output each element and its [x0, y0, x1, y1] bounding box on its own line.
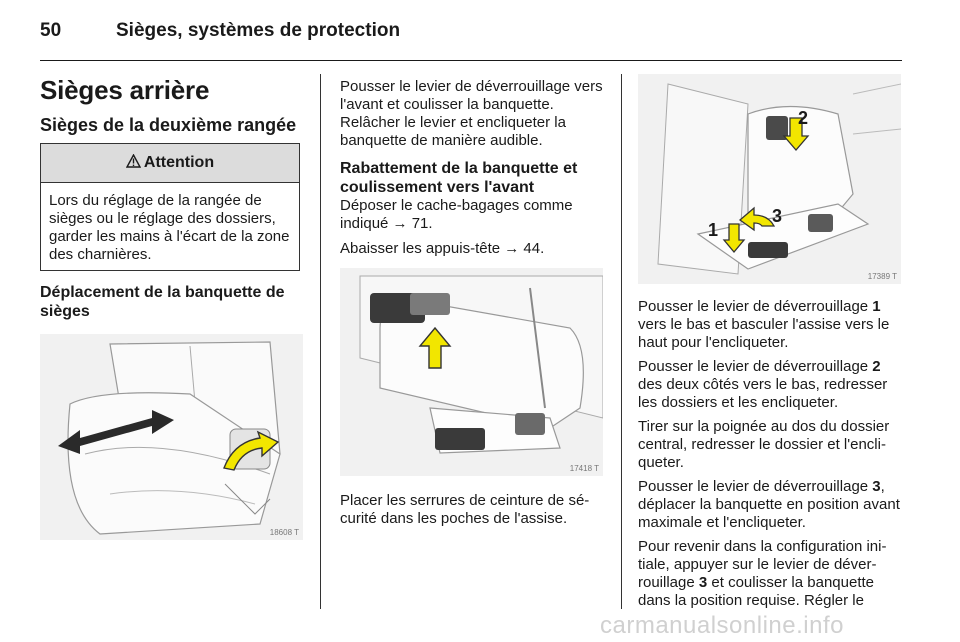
figure-code: 18608 T	[269, 528, 299, 537]
figure-code: 17389 T	[867, 272, 897, 281]
watermark: carmanualsonline.info	[600, 612, 844, 639]
lever-number: 3	[698, 574, 708, 591]
column-1-subheading: Déplacement de la banquette de sièges	[40, 283, 302, 321]
warning-text: Lors du réglage de la rangée de sièges o…	[49, 192, 290, 263]
yellow-up-arrow-icon	[418, 326, 452, 369]
warning-heading: Attention	[143, 154, 215, 171]
figure-buckles: 17418 T	[340, 268, 604, 476]
step-return: Pour revenir dans la configuration ini-t…	[638, 538, 887, 609]
headrest-text: Abaisser les appuis-tête → 44.	[340, 240, 545, 257]
page-number: 50	[40, 20, 62, 41]
column-divider-1	[320, 74, 321, 609]
lever-1-arrow-icon	[722, 223, 746, 254]
move-bench-heading-line2: sièges	[40, 303, 90, 320]
lever-3-arrow-icon	[738, 206, 776, 232]
fold-heading-line2: coulissement vers l'avant	[340, 179, 535, 196]
yellow-arrow-icon	[223, 430, 280, 471]
column-2-text-bottom: Placer les serrures de ceinture de sé-cu…	[340, 492, 606, 528]
figure-bench-slide: 18608 T	[40, 334, 303, 540]
move-bench-heading-line1: Déplacement de la banquette de	[40, 284, 285, 301]
lever-2-arrow-icon	[782, 117, 810, 151]
fold-heading-line1: Rabattement de la banquette et	[340, 160, 578, 177]
step-lever-1: Pousser le levier de déverrouillage 1 ve…	[638, 298, 890, 351]
section-title: Sièges arrière	[40, 75, 210, 105]
step-backrest: Tirer sur la poignée au dos du dossier c…	[638, 418, 890, 471]
column-divider-2	[621, 74, 622, 609]
header-rule	[40, 60, 902, 61]
lever-number: 1	[872, 298, 881, 315]
column-3-text: Pousser le levier de déverrouillage 1 ve…	[638, 298, 903, 610]
label-2: 2	[798, 108, 809, 128]
slide-instructions: Pousser le levier de déverrouillage vers…	[340, 78, 603, 149]
fold-heading: Rabattement de la banquette et coulisseme…	[340, 159, 606, 197]
subsection-title: Sièges de la deuxième rangée	[40, 115, 297, 135]
chapter-title: Sièges, systèmes de protection	[116, 20, 401, 41]
bench-illustration	[359, 275, 604, 454]
warning-box: Attention Lors du réglage de la rangée d…	[40, 143, 300, 271]
column-2-text-top: Pousser le levier de déverrouillage vers…	[340, 78, 606, 258]
figure-code: 17418 T	[569, 464, 599, 473]
cargo-cover-text: Déposer le cache-bagages comme indiqué →…	[340, 197, 573, 232]
folded-seat-illustration	[657, 83, 902, 275]
lever-number: 2	[872, 358, 881, 375]
label-1: 1	[708, 220, 719, 240]
step-lever-3: Pousser le levier de déverrouillage 3, d…	[638, 478, 900, 531]
lever-number: 3	[872, 478, 881, 495]
move-bench-heading: Déplacement de la banquette de sièges	[40, 283, 302, 321]
buckle-instructions: Placer les serrures de ceinture de sé-cu…	[340, 492, 590, 527]
label-3: 3	[772, 206, 783, 226]
figure-levers: 1 2 3 17389 T	[638, 74, 902, 284]
warning-triangle-icon	[125, 153, 142, 173]
step-lever-2: Pousser le levier de déverrouillage 2 de…	[638, 358, 888, 411]
warning-header: Attention	[41, 144, 299, 183]
column-1-headings: Sièges arrière Sièges de la deuxième ran…	[40, 75, 302, 136]
